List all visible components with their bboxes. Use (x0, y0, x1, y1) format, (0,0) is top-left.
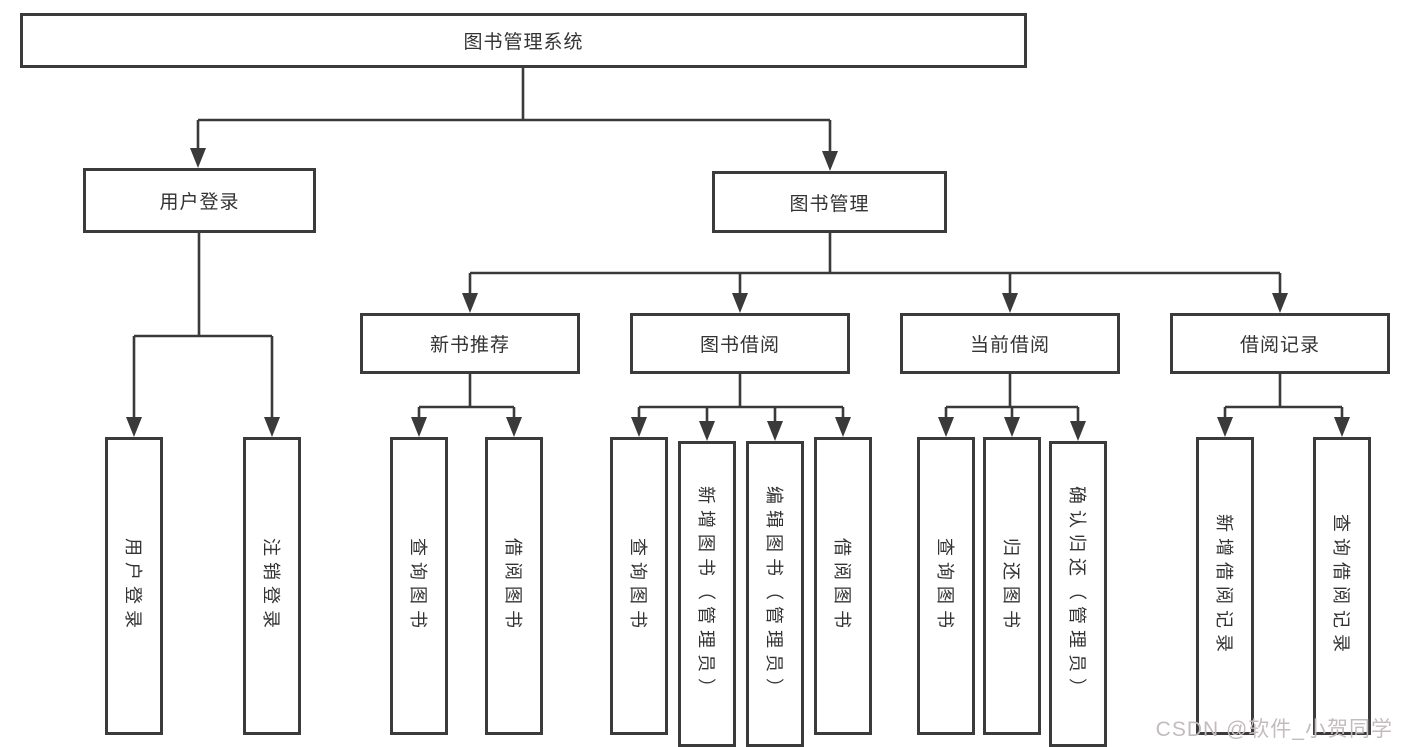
leaf-confirm-return-admin-label: 确认归还（管理员） (1067, 486, 1087, 702)
leaf-recommend-query-books: 查询图书 (390, 437, 448, 735)
leaf-user-login: 用户登录 (105, 437, 163, 735)
leaf-current-query-books-label: 查询图书 (935, 538, 955, 634)
node-book-borrow: 图书借阅 (630, 313, 850, 374)
leaf-current-query-books: 查询图书 (917, 437, 975, 735)
leaf-recommend-borrow-books: 借阅图书 (485, 437, 543, 735)
node-root-label: 图书管理系统 (463, 32, 584, 53)
leaf-edit-books-admin-label: 编辑图书（管理员） (764, 486, 784, 702)
leaf-query-borrow-record: 查询借阅记录 (1313, 437, 1371, 735)
leaf-add-borrow-record-label: 新增借阅记录 (1214, 514, 1234, 658)
leaf-borrow-books: 借阅图书 (814, 437, 872, 735)
leaf-logout-label: 注销登录 (261, 538, 281, 634)
leaf-user-login-label: 用户登录 (123, 538, 143, 634)
leaf-recommend-query-books-label: 查询图书 (408, 538, 428, 634)
leaf-return-books-label: 归还图书 (1001, 538, 1021, 634)
leaf-query-borrow-record-label: 查询借阅记录 (1331, 514, 1351, 658)
leaf-add-books-admin: 新增图书（管理员） (678, 441, 736, 747)
node-user-login-label: 用户登录 (159, 192, 240, 213)
leaf-return-books: 归还图书 (983, 437, 1041, 735)
node-borrow-records-label: 借阅记录 (1239, 335, 1320, 356)
node-new-book-recommend: 新书推荐 (360, 313, 580, 374)
node-borrow-records: 借阅记录 (1170, 313, 1390, 374)
leaf-borrow-query-books-label: 查询图书 (628, 538, 648, 634)
node-root: 图书管理系统 (20, 13, 1027, 68)
node-current-borrow-label: 当前借阅 (969, 335, 1050, 356)
csdn-watermark: CSDN @软件_小贺同学 (1155, 718, 1393, 741)
leaf-add-books-admin-label: 新增图书（管理员） (696, 486, 716, 702)
node-new-book-recommend-label: 新书推荐 (429, 335, 510, 356)
leaf-recommend-borrow-books-label: 借阅图书 (503, 538, 523, 634)
node-book-management-label: 图书管理 (789, 193, 870, 215)
node-book-borrow-label: 图书借阅 (699, 335, 780, 356)
leaf-add-borrow-record: 新增借阅记录 (1196, 437, 1254, 735)
leaf-logout: 注销登录 (243, 437, 301, 735)
node-book-management: 图书管理 (712, 171, 947, 233)
node-user-login: 用户登录 (83, 168, 316, 233)
leaf-edit-books-admin: 编辑图书（管理员） (746, 441, 804, 747)
node-current-borrow: 当前借阅 (900, 313, 1120, 374)
leaf-borrow-books-label: 借阅图书 (832, 538, 852, 634)
leaf-confirm-return-admin: 确认归还（管理员） (1049, 441, 1107, 747)
leaf-borrow-query-books: 查询图书 (610, 437, 668, 735)
